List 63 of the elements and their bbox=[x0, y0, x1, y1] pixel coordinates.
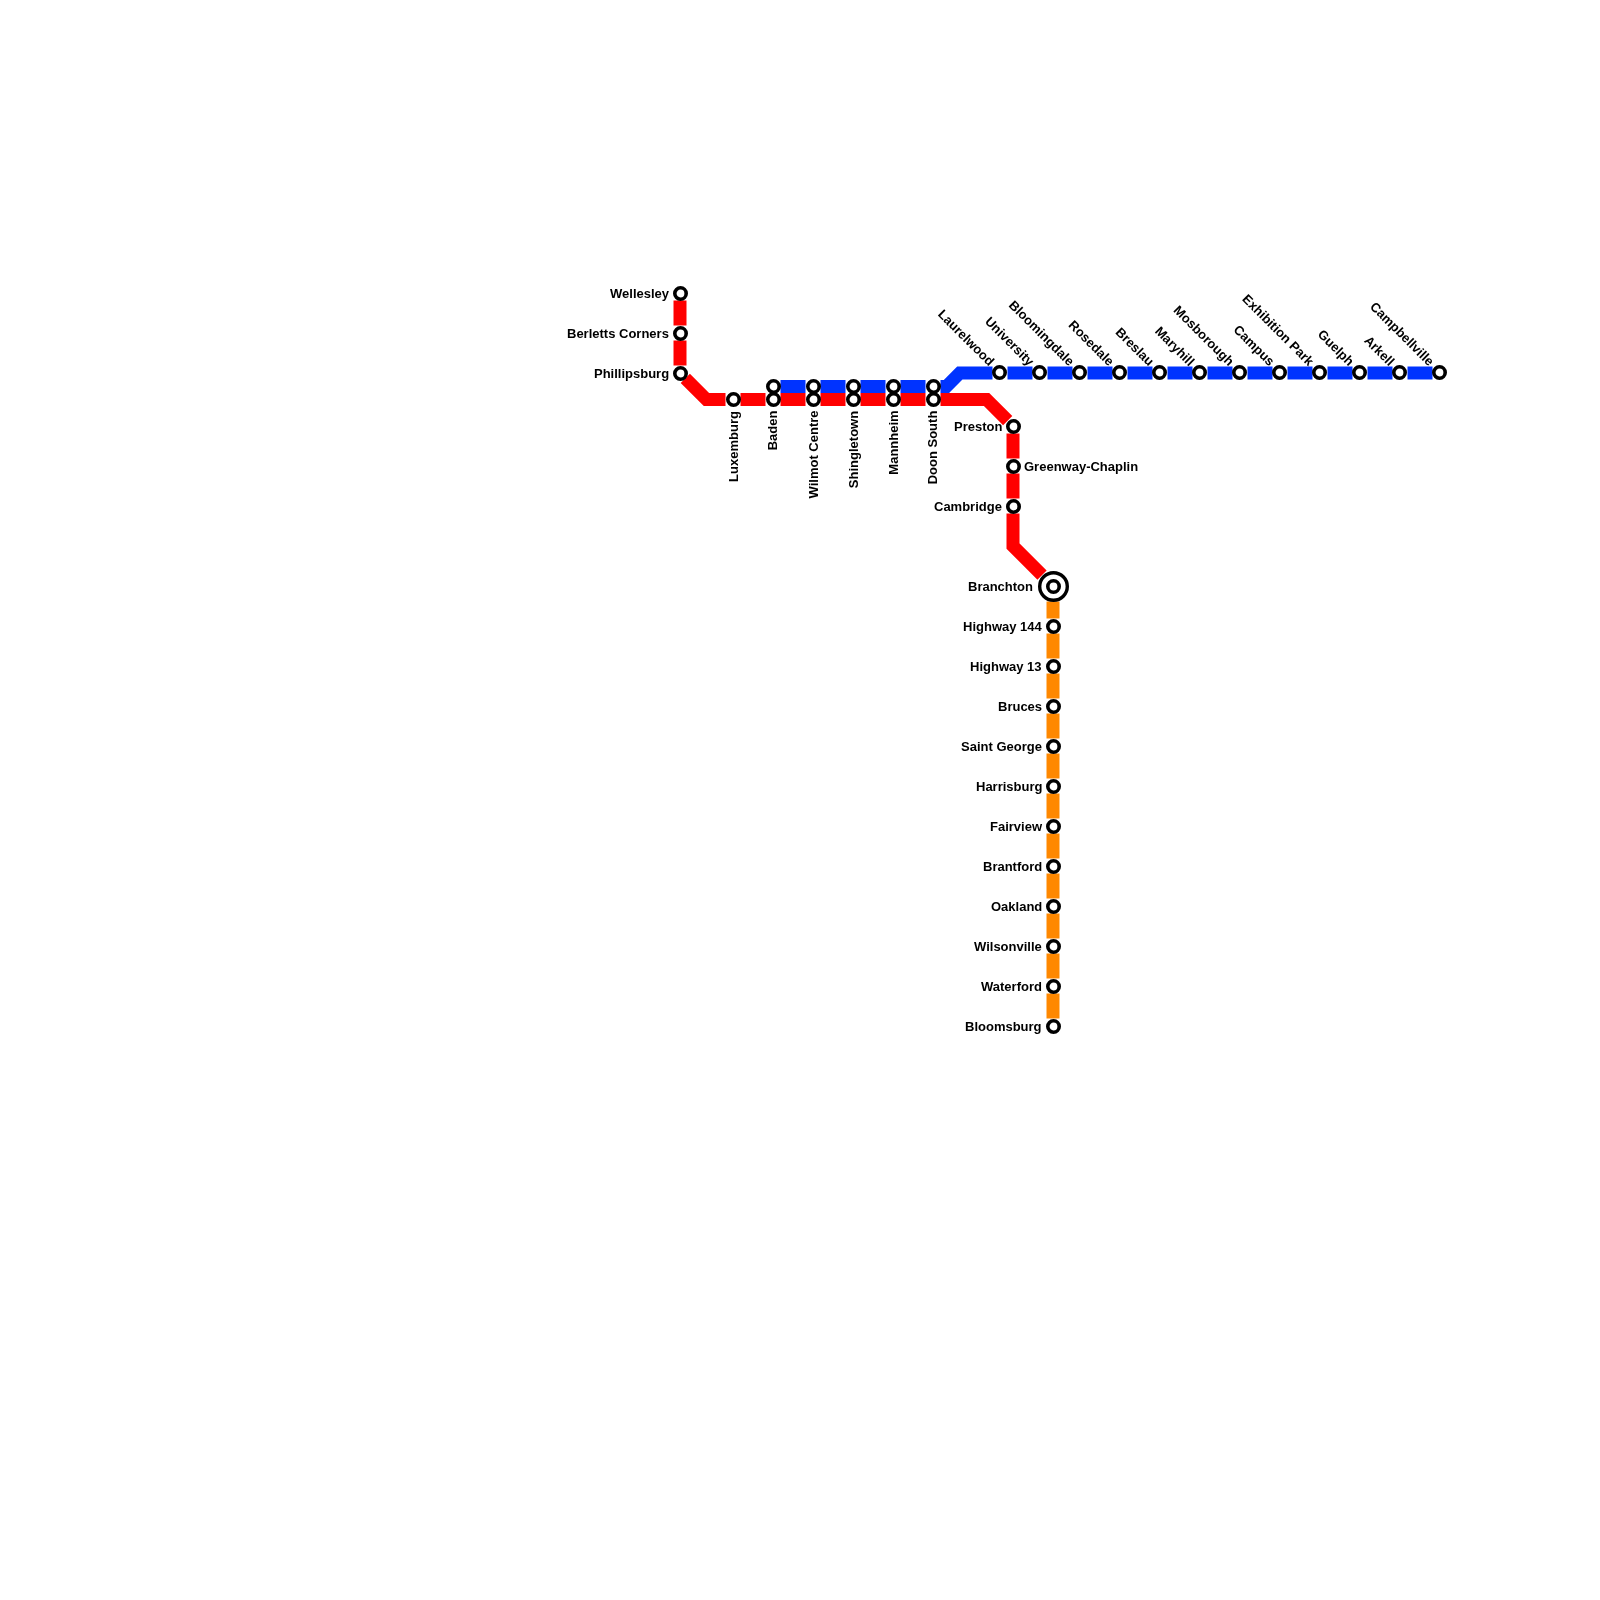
transit-line bbox=[900, 393, 926, 406]
station-label: Wellesley bbox=[610, 286, 670, 300]
transit-line bbox=[1167, 366, 1193, 380]
station-label: Mannheim bbox=[886, 410, 900, 475]
station-label: Doon South bbox=[926, 410, 940, 485]
transit-line bbox=[1046, 673, 1060, 699]
transit-line bbox=[1006, 433, 1020, 459]
transit-line bbox=[900, 380, 926, 393]
station-label: Highway 144 bbox=[963, 619, 1042, 633]
station-label: Brantford bbox=[983, 859, 1043, 873]
transit-line bbox=[1127, 366, 1153, 380]
station-label: Preston bbox=[954, 419, 1003, 433]
station-label: Bruces bbox=[998, 699, 1043, 713]
station-label: Berletts Corners bbox=[567, 326, 669, 340]
station-label: Bloomsburg bbox=[965, 1019, 1042, 1033]
transit-line bbox=[1287, 366, 1313, 380]
transit-line bbox=[820, 380, 846, 393]
transit-line bbox=[1367, 366, 1393, 380]
transit-line bbox=[1046, 953, 1060, 979]
transit-line bbox=[1046, 633, 1060, 659]
transit-line bbox=[1087, 366, 1113, 380]
station-label: Wilmot Centre bbox=[806, 410, 820, 499]
station-label: Greenway-Chaplin bbox=[1024, 459, 1139, 473]
transit-line bbox=[780, 380, 806, 393]
transit-line bbox=[1046, 873, 1060, 899]
station-label: Phillipsburg bbox=[594, 366, 670, 380]
station-label: Highway 13 bbox=[970, 659, 1042, 673]
transit-line bbox=[673, 340, 687, 366]
transit-line bbox=[1046, 713, 1060, 739]
transit-line bbox=[1046, 833, 1060, 859]
station-label: Oakland bbox=[991, 899, 1043, 913]
transit-line bbox=[1247, 366, 1273, 380]
station-label: Baden bbox=[766, 410, 780, 451]
station-label: Saint George bbox=[961, 739, 1042, 753]
transit-line bbox=[1327, 366, 1353, 380]
transit-line bbox=[673, 300, 687, 326]
transit-line bbox=[780, 393, 806, 406]
station-label: Branchton bbox=[968, 579, 1033, 593]
transit-line bbox=[820, 393, 846, 406]
transit-line bbox=[1046, 753, 1060, 779]
transit-line bbox=[1207, 366, 1233, 380]
station-label: Fairview bbox=[990, 819, 1043, 833]
transit-line bbox=[1046, 793, 1060, 819]
transit-line bbox=[680, 373, 726, 406]
transit-line bbox=[940, 393, 1013, 426]
transit-line bbox=[1407, 366, 1433, 380]
transit-line bbox=[1006, 513, 1047, 580]
transit-line bbox=[1046, 993, 1060, 1019]
transit-line bbox=[1046, 601, 1060, 619]
station-label: Wilsonville bbox=[974, 939, 1042, 953]
station-label: Shingletown bbox=[846, 410, 860, 488]
transit-line bbox=[1047, 366, 1073, 380]
station-label: Waterford bbox=[981, 979, 1042, 993]
transit-line bbox=[860, 393, 886, 406]
station-label: Cambridge bbox=[934, 499, 1002, 513]
transit-line bbox=[860, 380, 886, 393]
transit-line bbox=[1046, 913, 1060, 939]
station-label: Luxemburg bbox=[726, 410, 740, 482]
transit-line bbox=[1007, 366, 1033, 380]
station-label: Harrisburg bbox=[976, 779, 1043, 793]
transit-line bbox=[740, 393, 766, 406]
transit-line bbox=[1006, 473, 1020, 499]
transit-line bbox=[939, 366, 993, 393]
